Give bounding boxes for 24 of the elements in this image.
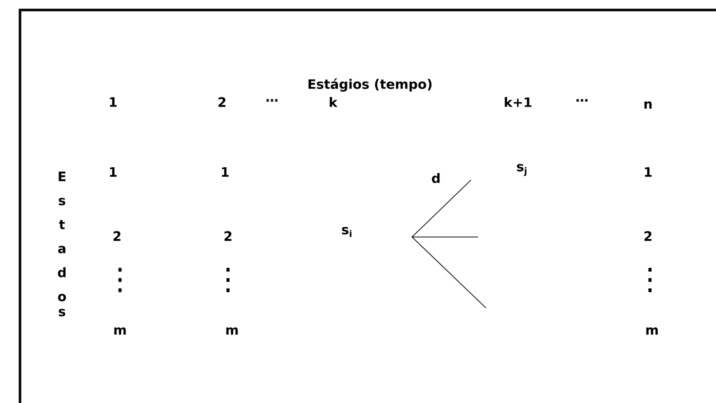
state-number: 1 (644, 167, 652, 177)
vertical-ellipsis: ⋮ (648, 268, 652, 292)
state-label: s$_{i}$ (342, 226, 352, 238)
state-number: 2 (224, 231, 232, 241)
vertical-ellipsis: ⋮ (118, 268, 122, 292)
decision-label: d (432, 172, 440, 184)
title: Estágios (tempo) (308, 78, 432, 92)
state-number: m (646, 327, 658, 335)
stage-number: 2 (218, 97, 226, 107)
stage-number: k (330, 97, 338, 107)
stage-number: k+1 (504, 97, 532, 107)
state-number: 2 (644, 231, 652, 241)
axis-label: Estados (58, 172, 66, 316)
vertical-ellipsis: ⋮ (226, 268, 230, 292)
stage-number: n (644, 101, 652, 109)
state-number: 1 (110, 167, 117, 177)
ellipsis: ⋯ (266, 99, 278, 102)
state-number: m (226, 327, 238, 335)
state-label: s$_{j}$ (517, 164, 526, 176)
state-number: 2 (114, 231, 120, 241)
state-number: 1 (222, 167, 229, 177)
stage-number: 1 (110, 97, 117, 107)
state-number: m (114, 327, 126, 335)
ellipsis: ⋯ (576, 99, 588, 102)
